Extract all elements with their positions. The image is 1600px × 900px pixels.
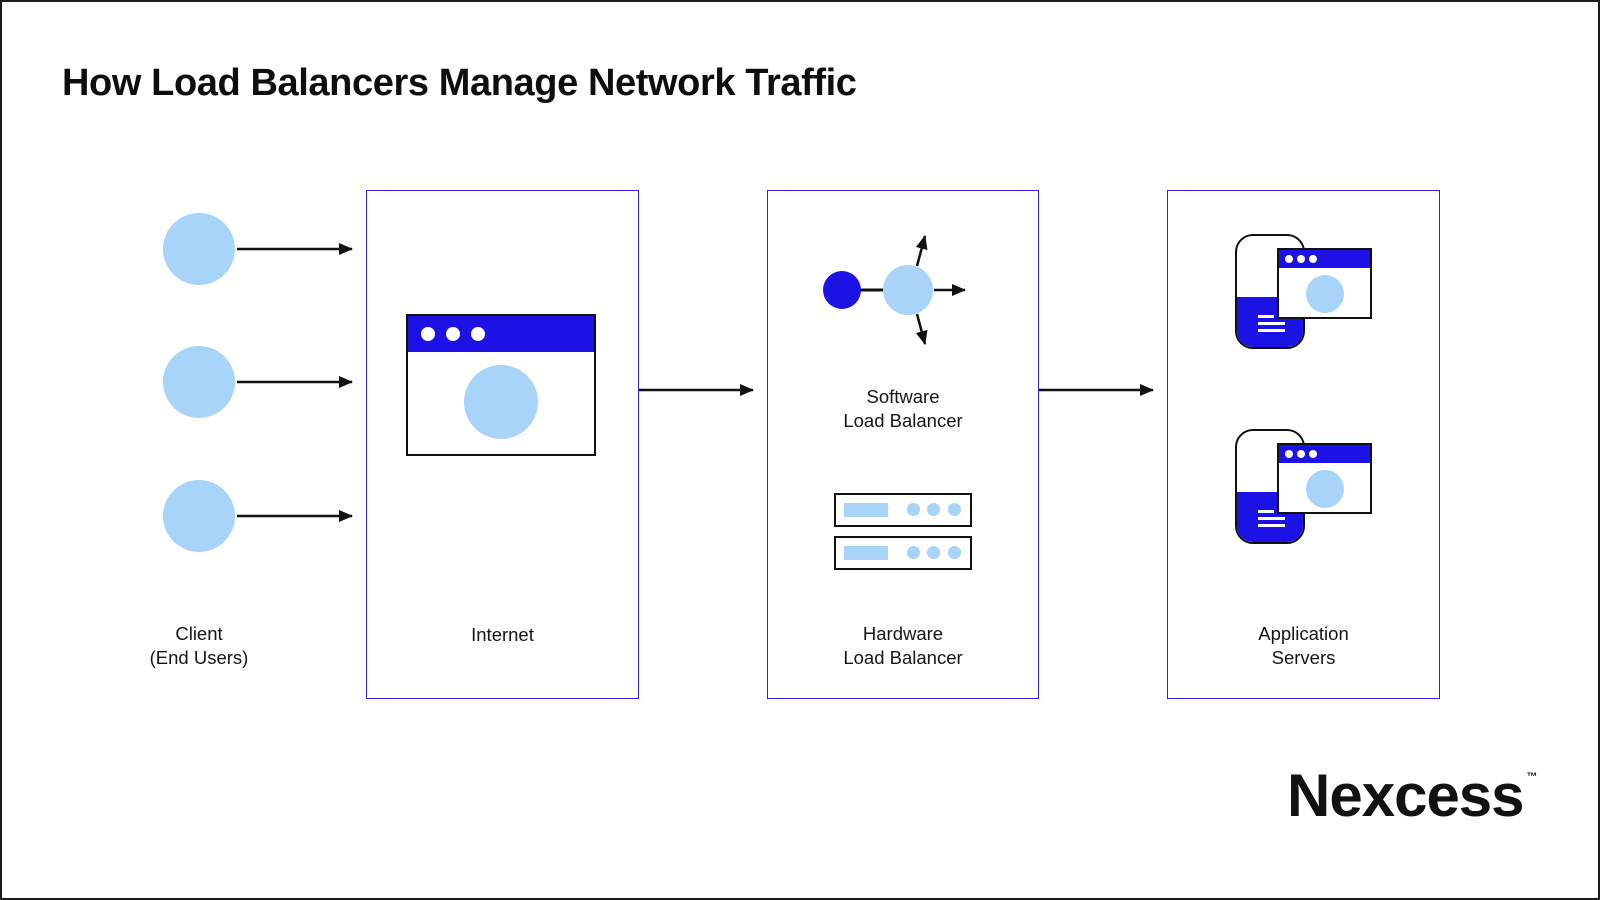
server-led-icon — [927, 503, 940, 516]
window-dot-icon — [1309, 450, 1317, 458]
window-dot-icon — [1285, 255, 1293, 263]
globe-circle-icon — [1305, 470, 1344, 508]
client-label: Client (End Users) — [149, 623, 249, 668]
window-dot-icon — [446, 327, 460, 341]
server-led-icon — [907, 546, 920, 559]
server-led-icon — [948, 546, 961, 559]
window-dot-icon — [1297, 450, 1305, 458]
server-led-icon — [927, 546, 940, 559]
server-panel — [844, 546, 888, 560]
nexcess-logo: Nexcess ™ — [1287, 766, 1538, 826]
app-window-icon — [1277, 443, 1372, 514]
server-rack-unit-icon — [834, 493, 972, 527]
browser-window-icon — [406, 314, 596, 456]
source-node-icon — [823, 271, 861, 309]
browser-titlebar — [408, 316, 594, 352]
distribute-arrow-down — [915, 313, 928, 345]
window-dot-icon — [471, 327, 485, 341]
app-window-titlebar — [1279, 445, 1370, 463]
nexcess-logo-text: Nexcess — [1287, 762, 1525, 829]
client-user-icon — [163, 346, 235, 418]
traffic-distribution-icon — [823, 235, 966, 345]
application-servers-label: Application Servers — [1258, 623, 1349, 668]
globe-circle-icon — [1305, 275, 1344, 313]
server-led-icon — [948, 503, 961, 516]
server-led-icon — [907, 503, 920, 516]
window-dot-icon — [421, 327, 435, 341]
text-line — [1258, 329, 1285, 332]
software-load-balancer-label: Software Load Balancer — [843, 386, 963, 431]
window-dot-icon — [1309, 255, 1317, 263]
text-line — [1258, 517, 1285, 520]
internet-label: Internet — [471, 624, 534, 645]
distribute-arrow-up — [915, 235, 928, 267]
text-line — [1258, 524, 1285, 527]
hardware-load-balancer-label: Hardware Load Balancer — [843, 623, 963, 668]
app-window-icon — [1277, 248, 1372, 319]
server-panel — [844, 503, 888, 517]
text-line — [1258, 322, 1285, 325]
app-window-titlebar — [1279, 250, 1370, 268]
window-dot-icon — [1285, 450, 1293, 458]
application-server-icon — [1235, 429, 1375, 547]
client-user-icon — [163, 213, 235, 285]
server-rack-unit-icon — [834, 536, 972, 570]
client-user-icon — [163, 480, 235, 552]
text-line — [1258, 510, 1274, 513]
balancer-node-icon — [883, 265, 933, 315]
window-dot-icon — [1297, 255, 1305, 263]
application-server-icon — [1235, 234, 1375, 352]
page-title: How Load Balancers Manage Network Traffi… — [62, 62, 857, 104]
trademark-symbol: ™ — [1526, 771, 1538, 783]
globe-circle-icon — [464, 365, 538, 439]
text-line — [1258, 315, 1274, 318]
